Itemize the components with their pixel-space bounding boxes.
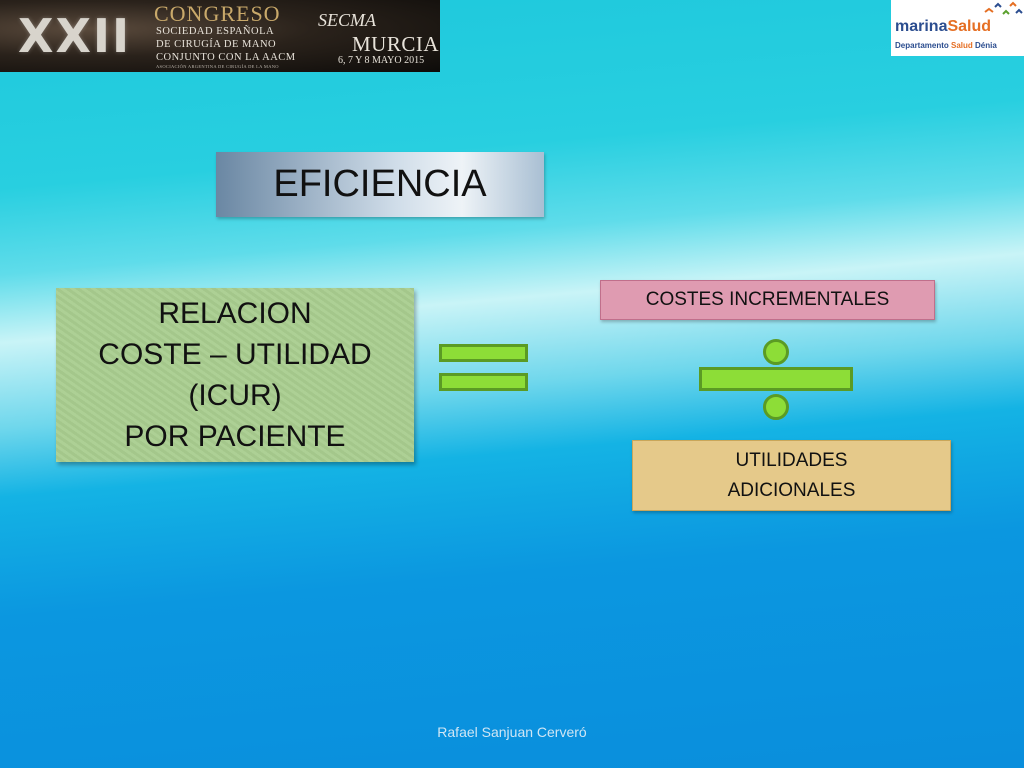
brand-part-2: Salud (947, 18, 992, 35)
relation-line-4: POR PACIENTE (124, 420, 346, 453)
equals-bar-bottom (439, 373, 528, 391)
department-name: Departamento Salud Dénia (895, 41, 997, 50)
relation-line-3: (ICUR) (188, 379, 282, 412)
division-bar (699, 367, 853, 391)
slide-title: EFICIENCIA (273, 163, 487, 205)
congress-dates: 6, 7 Y 8 MAYO 2015 (338, 55, 425, 66)
birds-icon (984, 1, 1023, 15)
division-dot-bottom (763, 394, 789, 420)
congress-line-4: ASOCIACIÓN ARGENTINA DE CIRUGÍA DE LA MA… (156, 64, 279, 69)
dept-part-2: Salud (951, 41, 973, 50)
numerator-box: COSTES INCREMENTALES (600, 280, 935, 320)
brand-part-1: marina (895, 18, 948, 35)
slide-title-box: EFICIENCIA (216, 152, 544, 217)
congress-line-1: SOCIEDAD ESPAÑOLA (156, 26, 275, 37)
denominator-line-2: ADICIONALES (727, 479, 856, 501)
brand-name: marinaSalud (895, 18, 991, 36)
denominator-line-1: UTILIDADES (735, 449, 848, 471)
congress-edition-numeral: XXII (18, 9, 132, 63)
marina-salud-logo: marinaSalud Departamento Salud Dénia (891, 0, 1024, 56)
relation-line-2: COSTE – UTILIDAD (98, 338, 372, 371)
relation-line-1: RELACION (158, 297, 312, 330)
numerator-label: COSTES INCREMENTALES (645, 289, 890, 310)
congress-line-3: CONJUNTO CON LA AACM (156, 52, 296, 63)
denominator-box: UTILIDADES ADICIONALES (632, 440, 951, 511)
dept-part-3: Dénia (972, 41, 997, 50)
equals-bar-top (439, 344, 528, 362)
congress-title: CONGRESO (154, 1, 281, 26)
congress-city: MURCIA (352, 32, 440, 56)
division-dot-top (763, 339, 789, 365)
relation-box: RELACION COSTE – UTILIDAD (ICUR) POR PAC… (56, 288, 414, 462)
society-logo: SECMA (318, 10, 376, 30)
congress-line-2: DE CIRUGÍA DE MANO (156, 39, 277, 50)
dept-part-1: Departamento (895, 41, 952, 50)
slide-footer-author: Rafael Sanjuan Cerveró (437, 724, 587, 740)
congress-banner: XXII CONGRESO SOCIEDAD ESPAÑOLA DE CIRUG… (0, 0, 440, 72)
